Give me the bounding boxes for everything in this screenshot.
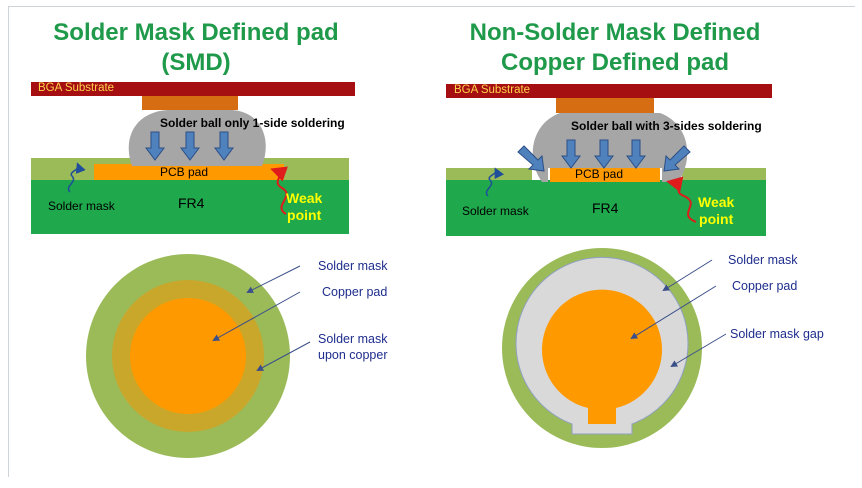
- smd-callout-copper-pad: Copper pad: [322, 285, 388, 299]
- smd-arrow-1: [145, 131, 165, 161]
- nsmd-arrow-2: [594, 139, 614, 169]
- nsmd-pcb-pad: [550, 168, 660, 182]
- nsmd-substrate-label: BGA Substrate: [454, 84, 531, 96]
- nsmd-solder-mask-label: Solder mask: [462, 204, 529, 218]
- nsmd-callout-line-mask: [662, 259, 713, 292]
- nsmd-fr4-board: [446, 180, 766, 236]
- nsmd-callout-copper-pad: Copper pad: [732, 279, 798, 293]
- nsmd-weak-point-curve: [666, 176, 697, 223]
- smd-bga-substrate: [31, 82, 355, 96]
- nsmd-top-view: [502, 248, 727, 448]
- nsmd-copper-pad: [542, 289, 663, 424]
- nsmd-mask-pointer: [485, 167, 505, 197]
- nsmd-solder-mask-right: [682, 168, 766, 180]
- smd-callout-line-copper: [212, 291, 301, 341]
- smd-callout-mask-upon-copper: Solder mask upon copper: [318, 331, 388, 363]
- smd-ball-label: Solder ball only 1-side soldering: [160, 116, 345, 130]
- nsmd-bga-substrate: [446, 84, 772, 98]
- nsmd-ball-label: Solder ball with 3-sides soldering: [571, 119, 762, 133]
- nsmd-arrow-left-diag: [517, 145, 545, 172]
- smd-weak-point-curve: [270, 166, 288, 215]
- smd-top-view: [86, 254, 311, 458]
- nsmd-arrow-right-diag: [663, 145, 691, 172]
- smd-weak-point-label: Weak point: [286, 190, 322, 224]
- smd-ball-pad: [142, 95, 238, 110]
- smd-weak-line2: point: [287, 207, 322, 223]
- nsmd-callout-mask-gap: Solder mask gap: [730, 327, 824, 341]
- nsmd-solder-mask-left: [446, 168, 532, 180]
- smd-fr4-board: [31, 180, 349, 234]
- smd-solder-ball: [128, 110, 266, 166]
- smd-weak-line1: Weak: [286, 190, 323, 206]
- nsmd-title-line2: Copper Defined pad: [500, 49, 729, 76]
- smd-callout-mask-upon-copper-line1: Solder mask: [318, 332, 388, 346]
- nsmd-callout-solder-mask: Solder mask: [728, 253, 798, 267]
- nsmd-arrow-1: [561, 139, 581, 169]
- smd-fr4-label: FR4: [178, 195, 205, 211]
- slide-frame: [8, 6, 855, 477]
- nsmd-callout-line-copper: [630, 285, 717, 340]
- smd-pcb-pad: [94, 164, 284, 180]
- smd-arrow-3: [214, 131, 234, 161]
- nsmd-callout-line-gap: [670, 333, 727, 368]
- nsmd-weak-point-label: Weak point: [698, 194, 734, 228]
- smd-callout-line-mask: [246, 265, 301, 293]
- nsmd-weak-line2: point: [699, 211, 734, 227]
- nsmd-cross-section: [446, 84, 772, 236]
- nsmd-fr4-label: FR4: [592, 200, 619, 216]
- smd-callout-line-mask-copper: [256, 341, 311, 371]
- smd-substrate-label: BGA Substrate: [38, 82, 115, 94]
- smd-pcb-pad-label: PCB pad: [160, 165, 209, 179]
- smd-title-line1: Solder Mask Defined pad: [53, 19, 339, 46]
- nsmd-ball-pad: [556, 98, 654, 113]
- smd-down-arrows: [145, 131, 234, 161]
- nsmd-arrow-3: [626, 139, 646, 169]
- smd-copper-pad: [130, 298, 246, 414]
- smd-solder-mask-label: Solder mask: [48, 199, 115, 213]
- nsmd-title: Non-Solder Mask Defined Copper Defined p…: [440, 18, 790, 78]
- smd-title: Solder Mask Defined pad (SMD): [28, 18, 364, 78]
- smd-arrow-2: [180, 131, 200, 161]
- nsmd-weak-line1: Weak: [698, 194, 735, 210]
- smd-title-line2: (SMD): [161, 49, 231, 76]
- smd-mask-pointer: [67, 162, 86, 193]
- nsmd-arrows: [517, 139, 691, 172]
- nsmd-pcb-pad-label: PCB pad: [575, 167, 624, 181]
- smd-cross-section: [31, 82, 355, 234]
- smd-callout-solder-mask: Solder mask: [318, 259, 388, 273]
- smd-callout-mask-upon-copper-line2: upon copper: [318, 348, 388, 362]
- nsmd-title-line1: Non-Solder Mask Defined: [469, 19, 761, 46]
